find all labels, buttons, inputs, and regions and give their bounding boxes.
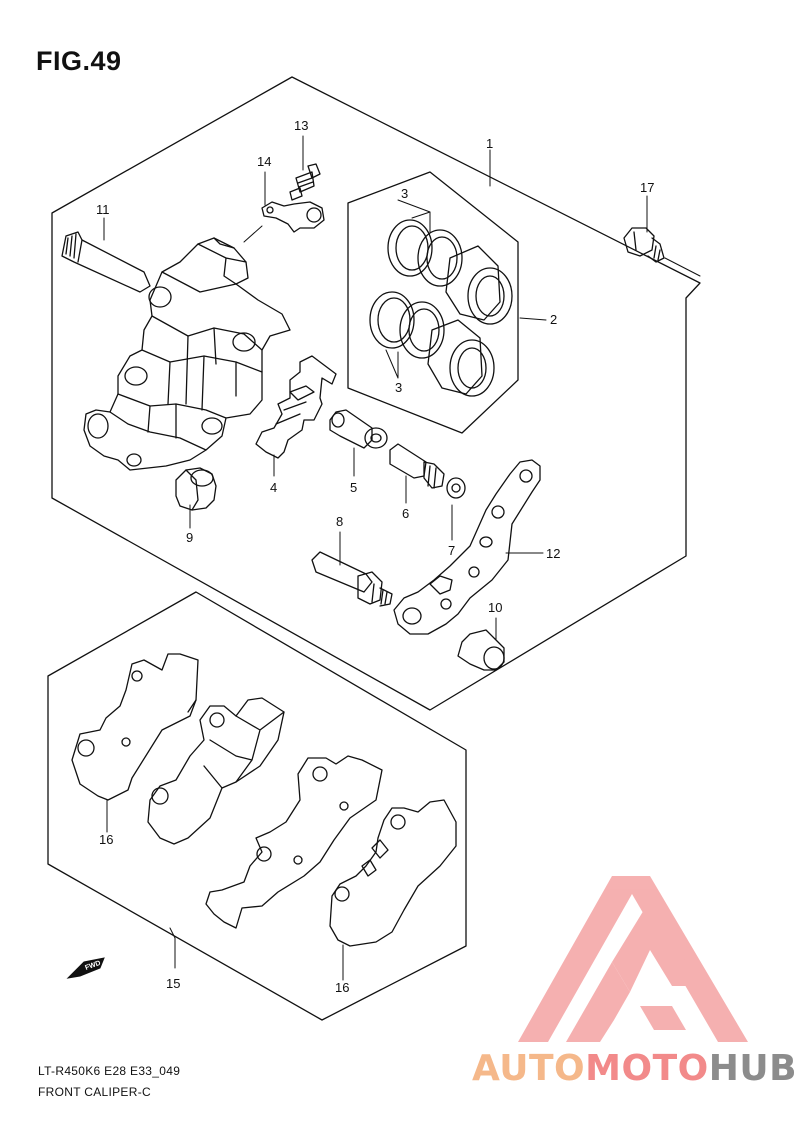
callout-14: 14 (257, 154, 271, 169)
callout-17: 17 (640, 180, 654, 195)
brake-pad-16-left (71, 653, 199, 801)
callout-2: 2 (550, 312, 557, 327)
callout-13: 13 (294, 118, 308, 133)
boot-10 (457, 629, 505, 671)
watermark-part3: HUB (708, 1048, 798, 1089)
watermark-wordmark: AUTOMOTOHUB (472, 1048, 797, 1089)
automotohub-logo (518, 876, 748, 1042)
slide-pin-11 (61, 231, 151, 293)
bleeder-cap-14 (261, 201, 325, 233)
boot-9 (175, 467, 217, 511)
caliper-body (83, 237, 291, 471)
watermark-part2: MOTO (585, 1048, 709, 1089)
piston-2-lower (427, 319, 495, 397)
figure-title: FIG.49 (36, 46, 122, 76)
bolt-6 (389, 443, 445, 489)
pad-set-frame (47, 591, 467, 1021)
brake-pad-15-backplate (147, 697, 285, 845)
leader-lines (103, 135, 701, 981)
callout-5: 5 (350, 480, 357, 495)
forward-arrow-icon: FWD (66, 957, 105, 979)
callout-9: 9 (186, 530, 193, 545)
washer-7 (446, 477, 466, 499)
brake-pad-16-right (329, 799, 457, 947)
callout-3b: 3 (395, 380, 402, 395)
callout-6: 6 (402, 506, 409, 521)
pin-5 (329, 409, 388, 449)
callout-15: 15 (166, 976, 180, 991)
pad-spring-4 (255, 355, 337, 459)
callout-7: 7 (448, 543, 455, 558)
bolt-8 (311, 551, 393, 607)
bleeder-valve-13 (289, 163, 321, 201)
callout-16b: 16 (335, 980, 349, 995)
brake-pad-15-shim (205, 755, 383, 929)
piston-group-frame (347, 171, 519, 434)
callout-8: 8 (336, 514, 343, 529)
callout-10: 10 (488, 600, 502, 615)
piston-2-upper (445, 245, 513, 325)
callout-1: 1 (486, 136, 493, 151)
callout-3: 3 (401, 186, 408, 201)
callout-4: 4 (270, 480, 277, 495)
callout-16: 16 (99, 832, 113, 847)
watermark-part1: AUTO (472, 1048, 586, 1089)
section-name: FRONT CALIPER-C (38, 1085, 151, 1099)
piston-seal-3-lower (369, 291, 445, 359)
bolt-17 (623, 227, 665, 263)
caliper-bracket-12 (393, 459, 541, 635)
caliper-assembly-frame (51, 76, 701, 711)
callout-12: 12 (546, 546, 560, 561)
model-code: LT-R450K6 E28 E33_049 (38, 1064, 181, 1078)
callout-11: 11 (96, 202, 110, 217)
piston-seal-3-upper (387, 219, 463, 287)
